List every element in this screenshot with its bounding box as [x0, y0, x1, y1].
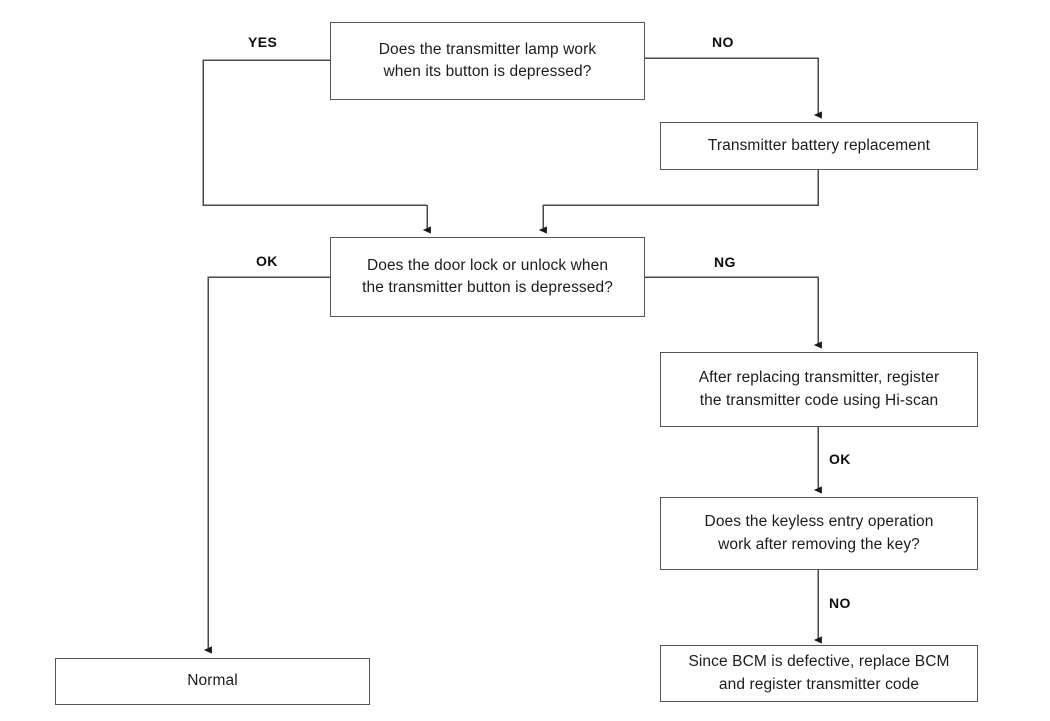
node-replace-bcm[interactable]: Since BCM is defective, replace BCM and …	[660, 645, 978, 702]
edge-label-ok-2: OK	[829, 451, 851, 467]
node-normal[interactable]: Normal	[55, 658, 370, 705]
node-replace-transmitter-label: After replacing transmitter, register th…	[698, 369, 940, 409]
node-q-transmitter-lamp-label: Does the transmitter lamp work when its …	[378, 40, 597, 80]
node-q-door-lock[interactable]: Does the door lock or unlock when the tr…	[330, 237, 645, 317]
edge-label-yes: YES	[248, 34, 278, 50]
edge-ng	[645, 276, 822, 349]
edge-yes-path	[202, 59, 427, 206]
edge-label-ok-1: OK	[256, 253, 278, 269]
node-q-keyless-entry[interactable]: Does the keyless entry operation work af…	[660, 497, 978, 570]
node-q-transmitter-lamp[interactable]: Does the transmitter lamp work when its …	[330, 22, 645, 100]
edge-battery-path	[543, 170, 819, 206]
node-q-keyless-entry-label: Does the keyless entry operation work af…	[704, 513, 934, 553]
node-replace-transmitter[interactable]: After replacing transmitter, register th…	[660, 352, 978, 427]
edge-label-ng: NG	[714, 254, 736, 270]
node-battery-replacement-label: Transmitter battery replacement	[707, 136, 931, 154]
edge-label-no-2: NO	[829, 595, 851, 611]
node-normal-label: Normal	[187, 672, 238, 690]
node-battery-replacement[interactable]: Transmitter battery replacement	[660, 122, 978, 170]
node-q-door-lock-label: Does the door lock or unlock when the tr…	[362, 256, 613, 296]
edge-no-1	[645, 57, 822, 119]
node-replace-bcm-label: Since BCM is defective, replace BCM and …	[688, 653, 950, 693]
edge-ok-1	[203, 276, 330, 654]
edge-label-no-1: NO	[712, 34, 734, 50]
